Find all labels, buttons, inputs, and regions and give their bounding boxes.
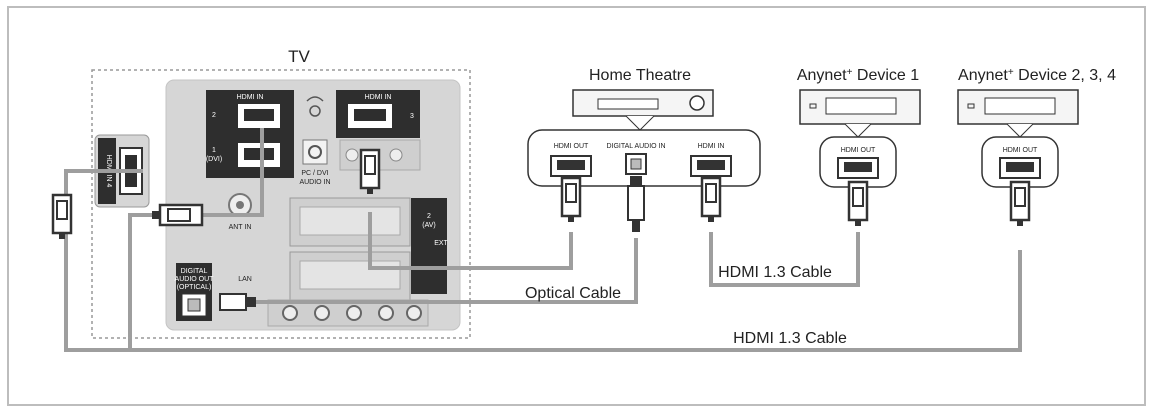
plug-ht-hdmi-out [560,176,582,224]
hdmi-port-2-slot [244,109,274,121]
hdmi-cable-label-lower: HDMI 1.3 Cable [733,330,847,347]
headphone-icon [306,96,324,117]
port-2-label: 2 [212,112,216,119]
ext-av-label: (AV) [422,222,435,229]
anynet-device-2 [957,89,1079,138]
plug-tv-hdmi-side [152,203,204,227]
tv-title: TV [288,47,310,66]
ant-in-label: ANT IN [229,224,252,231]
ht-digital-audio-in-label: DIGITAL AUDIO IN [606,143,665,150]
plug-anynet-1 [847,180,869,228]
anynet-1-hdmi-out-label: HDMI OUT [841,147,876,154]
home-theatre-title: Home Theatre [589,67,691,84]
anynet-device-1 [799,89,921,138]
pc-dvi-audio-port [302,139,328,165]
plug-ht-optical [627,176,645,232]
ext-label: EXT [434,240,448,247]
ext-2-label: 2 [427,213,431,220]
optical-label-2: AUDIO OUT [175,276,215,283]
home-theatre-device [572,89,714,131]
hdmi-port-1-slot [244,148,274,160]
optical-label-3: (OPTICAL) [177,284,212,291]
port-3-label: 3 [410,113,414,120]
hdmi-cable-label-upper: HDMI 1.3 Cable [718,264,832,281]
anynet-2-hdmi-out-label: HDMI OUT [1003,147,1038,154]
ext-label-block [411,198,447,294]
port-1-dvi-label: (DVI) [206,156,222,163]
ht-hdmi-out-label: HDMI OUT [554,143,589,150]
plug-anynet-2 [1009,180,1031,228]
plug-tv-hdmi3 [359,148,381,196]
cables [64,128,1022,352]
lan-label: LAN [238,276,252,283]
anynet-device-1-title: Anynet+ Device 1 [797,67,919,84]
tv-outline [91,69,471,339]
hdmi-port-3-slot [354,109,386,121]
ht-hdmi-in-label: HDMI IN [698,143,725,150]
pc-dvi-label-1: PC / DVI [301,170,328,177]
plug-hdmi4 [51,193,73,241]
pc-dvi-label-2: AUDIO IN [299,179,330,186]
hdmi-in-label-left: HDMI IN [237,94,264,101]
optical-cable-label: Optical Cable [525,285,621,302]
plug-tv-optical [219,293,256,311]
hdmi-in-label-right: HDMI IN [365,94,392,101]
port-1-label: 1 [212,147,216,154]
optical-label-1: DIGITAL [181,268,208,275]
plug-ht-hdmi-in [700,176,722,224]
anynet-device-2-title: Anynet+ Device 2, 3, 4 [958,67,1116,84]
